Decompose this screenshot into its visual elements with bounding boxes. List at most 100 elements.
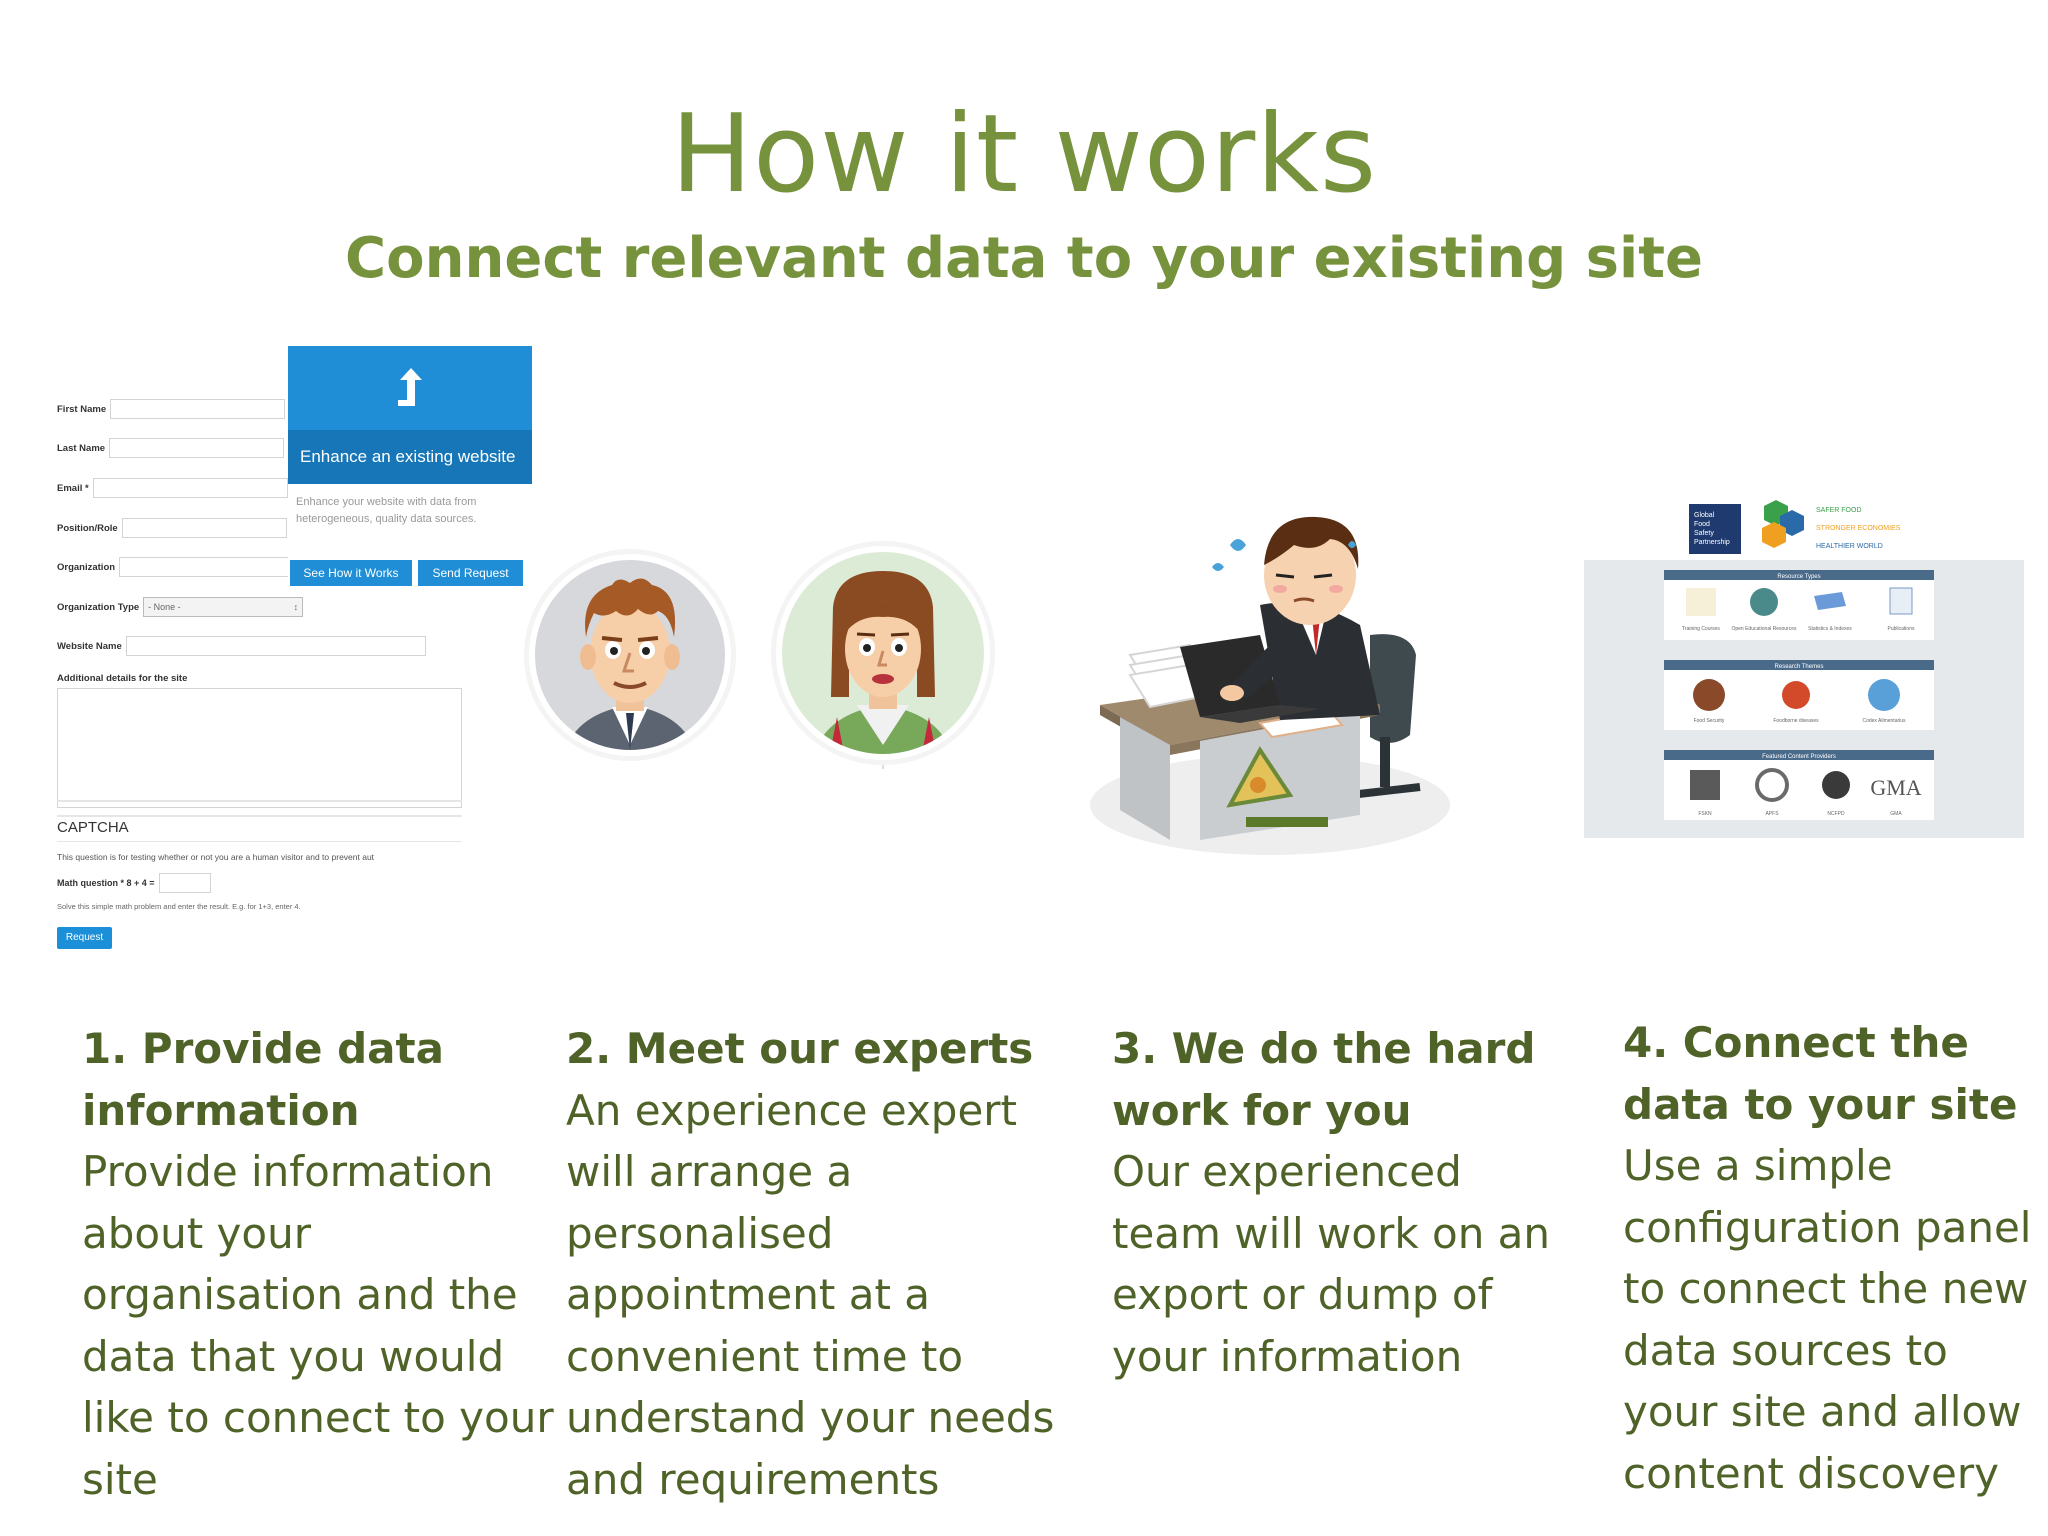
organization-input[interactable] — [119, 557, 290, 577]
site-tagline: STRONGER ECONOMIES — [1816, 525, 1901, 532]
site-logo-text: Safety — [1694, 530, 1714, 537]
gma-logo-text: GMA — [1870, 775, 1921, 800]
hexagon-icon — [1762, 522, 1786, 548]
step-4-heading: 4. Connect the data to your site — [1623, 1012, 2043, 1135]
provider-label: APFS — [1765, 811, 1779, 817]
step-body-line: will arrange a — [566, 1147, 853, 1196]
step-heading-line: 4. Connect the — [1623, 1018, 1969, 1067]
enhance-desc-line: Enhance your website with data from — [296, 496, 477, 508]
page-title: How it works — [670, 92, 1378, 217]
additional-details-textarea[interactable] — [57, 688, 462, 808]
additional-details-label: Additional details for the site — [57, 673, 188, 684]
expert-male-avatar — [524, 549, 736, 761]
send-request-button[interactable]: Send Request — [418, 560, 523, 586]
first-name-label: First Name — [57, 403, 107, 415]
request-form-screenshot: First Name Last Name Email * Position/Ro… — [50, 345, 540, 965]
last-name-row: Last Name — [57, 437, 285, 459]
connected-site-screenshot: Global Food Safety Partnership SAFER FOO… — [1584, 500, 2024, 838]
website-name-row: Website Name — [57, 635, 426, 657]
website-name-input[interactable] — [125, 636, 426, 656]
gfsp-logo — [1689, 504, 1741, 554]
position-label: Position/Role — [57, 522, 118, 534]
step-3-body: Our experienced team will work on an exp… — [1112, 1141, 1582, 1387]
provider-label: NCFPD — [1827, 811, 1845, 817]
upload-arrow-icon — [398, 368, 422, 406]
step-1-body: Provide information about your organisat… — [82, 1141, 567, 1510]
section-header: Research Themes — [1775, 664, 1824, 670]
enhance-desc-line: heterogeneous, quality data sources. — [296, 513, 477, 525]
website-name-label: Website Name — [57, 640, 122, 652]
step-body-line: your information — [1112, 1331, 1463, 1381]
first-name-input[interactable] — [110, 399, 286, 419]
request-button[interactable]: Request — [57, 927, 112, 949]
worker-at-desk-illustration — [1090, 516, 1450, 855]
form-divider — [57, 815, 462, 817]
step-4-body: Use a simple configuration panel to conn… — [1623, 1135, 2043, 1504]
step-body-line: site — [82, 1454, 158, 1504]
position-input[interactable] — [121, 518, 287, 538]
food-security-icon — [1693, 679, 1725, 711]
book-icon — [1889, 587, 1913, 615]
site-logo-text: Global — [1694, 512, 1715, 519]
step-2-heading: 2. Meet our experts — [566, 1018, 1071, 1080]
step-body-line: configuration panel — [1623, 1202, 2032, 1252]
codex-icon — [1868, 679, 1900, 711]
site-logo-text: Food — [1694, 521, 1710, 528]
step-heading-line: 3. We do the hard — [1112, 1024, 1536, 1073]
step-body-line: data that you would — [82, 1331, 505, 1381]
step-1-heading: 1. Provide data information — [82, 1018, 567, 1141]
resource-type-label: Open Educational Resources — [1731, 626, 1797, 632]
research-theme-label: Food Security — [1694, 718, 1725, 724]
step-3-caption: 3. We do the hard work for you Our exper… — [1112, 1018, 1582, 1387]
step-body-line: convenient time to — [566, 1331, 964, 1381]
site-tagline: SAFER FOOD — [1816, 507, 1862, 514]
step-body-line: your site and allow — [1623, 1387, 2022, 1436]
step-heading-line: information — [82, 1085, 360, 1135]
step-3-heading: 3. We do the hard work for you — [1112, 1018, 1582, 1141]
math-hint: Solve this simple math problem and enter… — [57, 902, 301, 911]
step-body-line: Use a simple — [1623, 1141, 1893, 1190]
step-body-line: about your — [82, 1208, 311, 1258]
org-type-value: - None - — [148, 602, 181, 612]
provider-label: FSKN — [1698, 811, 1712, 817]
step-body-line: Provide information — [82, 1147, 494, 1196]
step-body-line: Our experienced — [1112, 1147, 1462, 1196]
step-1-caption: 1. Provide data information Provide info… — [82, 1018, 567, 1510]
enhance-card-title: Enhance an existing website — [288, 430, 532, 484]
step-body-line: like to connect to your — [82, 1393, 554, 1442]
enhance-website-card: Enhance an existing website Enhance your… — [288, 346, 532, 592]
org-type-label: Organization Type — [57, 601, 140, 613]
math-question-label: Math question * 8 + 4 = — [57, 878, 155, 888]
step-4-caption: 4. Connect the data to your site Use a s… — [1623, 1012, 2043, 1504]
step-body-line: personalised — [566, 1208, 834, 1258]
math-answer-input[interactable] — [158, 873, 211, 893]
captcha-divider — [57, 841, 462, 842]
step-body-line: team will work on an — [1112, 1208, 1551, 1258]
organization-label: Organization — [57, 561, 116, 573]
research-theme-label: Codex Alimentarius — [1862, 718, 1906, 724]
step-body-line: export or dump of — [1112, 1270, 1493, 1319]
email-row: Email * — [57, 477, 288, 499]
see-how-it-works-button[interactable]: See How it Works — [290, 560, 412, 586]
resource-type-label: Statistics & Indexes — [1808, 626, 1852, 632]
captcha-title: CAPTCHA — [57, 819, 129, 836]
step-body-line: to connect the new — [1623, 1264, 2029, 1313]
math-question-row: Math question * 8 + 4 = — [57, 872, 211, 894]
last-name-input[interactable] — [109, 438, 285, 458]
fskn-logo-icon — [1690, 770, 1720, 800]
step-body-line: data sources to — [1623, 1325, 1948, 1375]
section-header: Resource Types — [1777, 574, 1820, 580]
position-row: Position/Role — [57, 517, 287, 539]
enhance-card-description: Enhance your website with data from hete… — [296, 494, 476, 528]
step-heading-line: work for you — [1112, 1085, 1412, 1135]
step-body-line: appointment at a — [566, 1270, 930, 1319]
provider-label: GMA — [1890, 811, 1902, 817]
resource-type-label: Training Courses — [1682, 626, 1720, 632]
email-label: Email * — [57, 482, 89, 494]
training-icon — [1686, 588, 1716, 616]
email-input[interactable] — [92, 478, 288, 498]
step-heading-line: data to your site — [1623, 1079, 2018, 1129]
apfs-logo-icon — [1755, 768, 1789, 802]
foodborne-icon — [1782, 681, 1810, 709]
org-type-select[interactable]: - None - ↕ — [143, 597, 304, 617]
